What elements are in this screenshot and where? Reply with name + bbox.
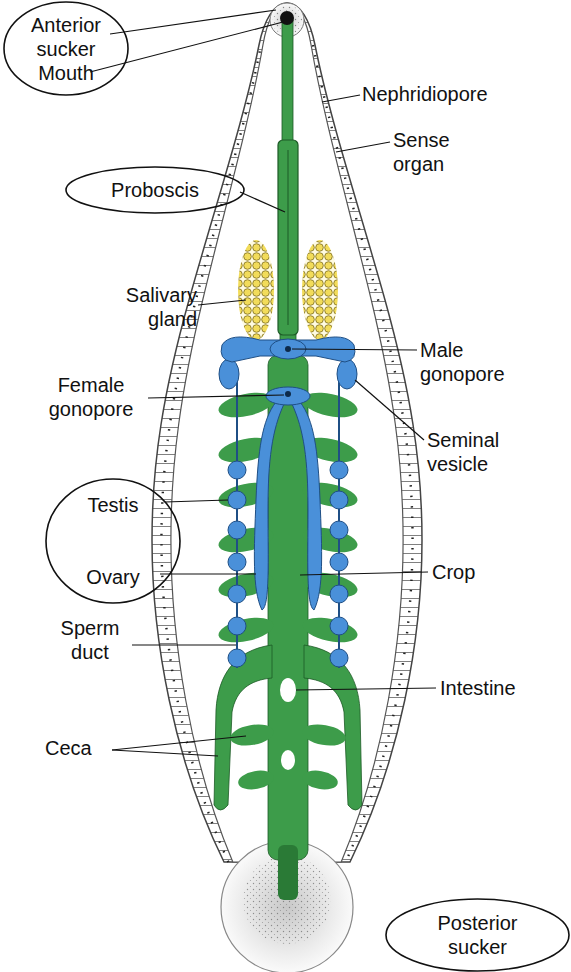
sense-organ-dots: [161, 45, 412, 862]
crop-pouch: [300, 613, 359, 646]
callout-ellipse: Proboscis: [65, 166, 245, 214]
ovary: [292, 402, 322, 610]
leader-line: [165, 500, 228, 502]
intestine-pouch: [301, 721, 348, 748]
vagina: [266, 387, 310, 405]
node-texts: Anterior suckerMouth: [3, 1, 129, 96]
part-label: Seminal vesicle: [427, 428, 527, 476]
proboscis-lumen: [288, 150, 289, 325]
leader-line: [198, 300, 246, 305]
leader-line: [296, 688, 436, 690]
part-name: Ovary: [86, 565, 139, 589]
testis: [330, 585, 348, 603]
intestine-pouch: [237, 768, 276, 792]
part-label: Crop: [432, 560, 512, 584]
mouth: [280, 11, 294, 25]
part-label: Sense organ: [393, 128, 473, 176]
body-outline: [152, 3, 422, 862]
testis: [330, 521, 348, 539]
part-name: Mouth: [38, 61, 94, 85]
leader-line: [355, 380, 424, 440]
leader-line: [148, 395, 284, 398]
part-label: Sperm duct: [45, 616, 135, 664]
pharynx: [282, 20, 293, 145]
leader-line: [132, 644, 236, 645]
testis: [330, 617, 348, 635]
testis: [228, 649, 246, 667]
female-gonopore: [285, 391, 291, 397]
testis: [330, 491, 348, 509]
testis: [228, 585, 246, 603]
ellipse-outline: [4, 2, 128, 95]
seminal-vesicle: [337, 359, 357, 389]
callout-ellipse: Anterior suckerMouth: [3, 1, 129, 96]
ellipse-outline: [66, 167, 244, 213]
ellipse-outline: [46, 479, 180, 603]
part-name: Anterior sucker: [16, 13, 116, 61]
seminal-vesicle: [219, 359, 239, 389]
part-label: Salivary gland: [97, 283, 197, 331]
part-label: Male gonopore: [420, 338, 520, 386]
testis: [330, 649, 348, 667]
ellipse-outline: [385, 898, 570, 972]
node-texts: Proboscis: [65, 166, 245, 214]
male-gonopore: [285, 346, 291, 352]
body-inner-outline: [171, 3, 403, 862]
testis: [228, 553, 246, 571]
leader-line: [300, 572, 428, 575]
intestine-window: [280, 678, 296, 702]
salivary-gland: [238, 240, 274, 340]
callout-ellipse: Posterior sucker: [385, 898, 570, 972]
leader-line: [160, 573, 256, 574]
testis: [228, 521, 246, 539]
ovary: [254, 402, 284, 610]
testis: [330, 461, 348, 479]
leader-line: [292, 349, 417, 350]
testis: [330, 553, 348, 571]
leader-line: [90, 22, 283, 72]
leader-line: [112, 736, 246, 750]
rectum: [278, 845, 298, 900]
crop-pouch: [216, 613, 275, 646]
leader-line: [336, 142, 390, 152]
part-label: Intestine: [440, 676, 560, 700]
testis: [228, 461, 246, 479]
part-label: Female gonopore: [35, 373, 147, 421]
intestine-pouch: [229, 721, 276, 748]
part-name: Testis: [87, 493, 138, 517]
ellipse-outline: [386, 899, 569, 971]
node-texts: Posterior sucker: [385, 898, 570, 972]
proboscis: [278, 140, 298, 335]
callout-ellipse: TestisOvary: [45, 478, 181, 604]
leader-line: [322, 95, 360, 102]
node-texts: TestisOvary: [45, 478, 181, 604]
intestine-pouch: [301, 768, 340, 792]
part-label: Nephridiopore: [362, 82, 562, 106]
salivary-gland: [302, 240, 338, 340]
part-name: Proboscis: [111, 178, 199, 202]
posterior-sucker: [221, 841, 353, 972]
intestine-window: [281, 750, 295, 770]
part-label: Ceca: [45, 736, 125, 760]
testis: [228, 617, 246, 635]
testis: [228, 491, 246, 509]
part-name: Posterior sucker: [428, 911, 528, 959]
leader-line: [112, 750, 218, 756]
leader-line: [240, 192, 285, 212]
